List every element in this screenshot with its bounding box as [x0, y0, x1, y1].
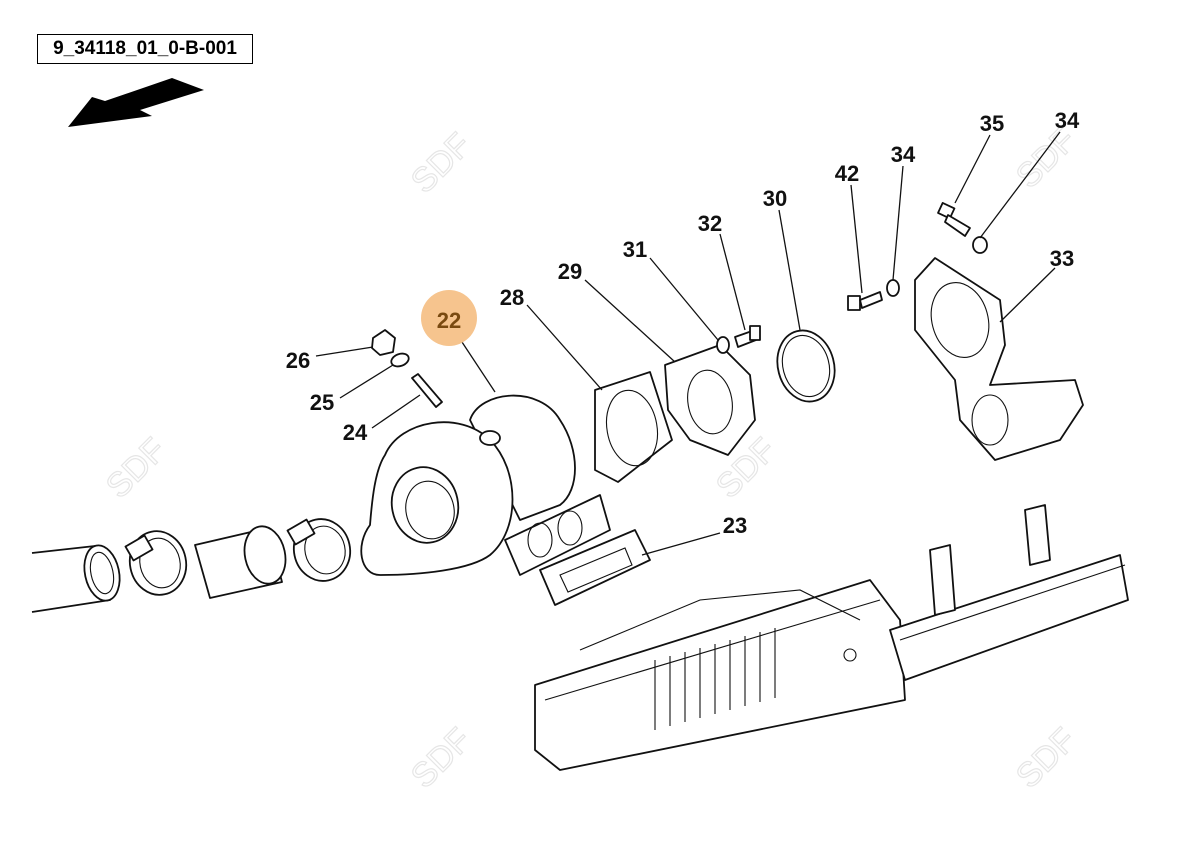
callout-34[interactable]: 34: [891, 142, 916, 167]
gasket-28-part: [594, 371, 673, 483]
turbocharger-part: [360, 394, 611, 576]
highlight-marker: [421, 290, 477, 346]
callout-23[interactable]: 23: [723, 513, 747, 538]
washer-34-part: [886, 279, 900, 297]
bolt-35-part: [937, 202, 971, 237]
washer-part: [390, 352, 410, 368]
hose-part: [194, 525, 287, 599]
diagram-reference-code: 9_34118_01_0-B-001: [37, 34, 253, 64]
bolt-32-part: [734, 325, 761, 348]
leader-lines: [315, 131, 1061, 556]
o-ring-30-part: [776, 329, 836, 403]
stud-part: [411, 373, 443, 408]
hose-clamp-part: [124, 530, 188, 596]
watermark: SDF: [99, 431, 174, 506]
callout-32[interactable]: 32: [698, 211, 722, 236]
exhaust-pipe-part: [31, 544, 121, 613]
callout-33[interactable]: 33: [1050, 246, 1074, 271]
washer-34-part: [972, 236, 988, 254]
muffler-part: [534, 504, 1129, 771]
callout-25[interactable]: 25: [310, 390, 334, 415]
gasket-23-part: [539, 529, 651, 606]
callout-28[interactable]: 28: [500, 285, 524, 310]
nut-part: [371, 329, 396, 356]
callout-22[interactable]: 22: [437, 308, 461, 333]
hose-clamp-part: [286, 518, 352, 582]
callout-42[interactable]: 42: [835, 161, 859, 186]
callout-31[interactable]: 31: [623, 237, 647, 262]
watermark: SDF: [404, 721, 479, 796]
watermark: SDF: [1009, 721, 1084, 796]
callout-26[interactable]: 26: [286, 348, 310, 373]
bolt-42-part: [847, 291, 883, 311]
callouts: 22 26 25 24 28 29 31 32 30 42 34 35 34 3…: [286, 108, 1080, 538]
washer-31-part: [716, 336, 730, 354]
direction-arrow-icon: [68, 78, 204, 127]
callout-35[interactable]: 35: [980, 111, 1004, 136]
watermark: SDF: [404, 126, 479, 201]
callout-29[interactable]: 29: [558, 259, 582, 284]
callout-30[interactable]: 30: [763, 186, 787, 211]
bracket-33-part: [914, 257, 1084, 461]
callout-24[interactable]: 24: [343, 420, 368, 445]
callout-34[interactable]: 34: [1055, 108, 1080, 133]
flange-29-part: [664, 344, 756, 456]
